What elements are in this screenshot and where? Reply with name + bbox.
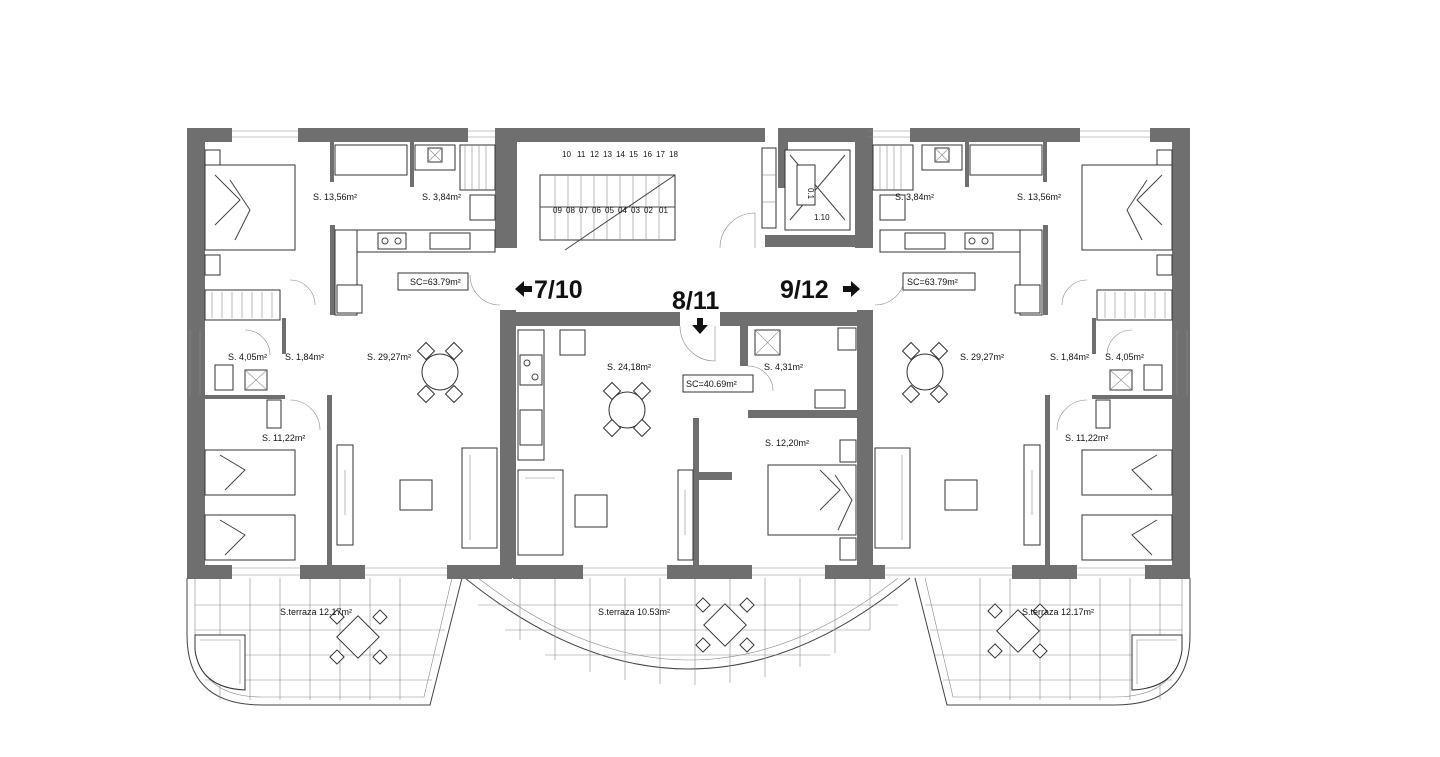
step-08: 08 [566,206,575,215]
right-unit-furniture [872,144,1173,561]
step-12: 12 [590,150,599,159]
left-arrow-icon [515,281,532,297]
walls [187,128,1190,579]
room-area-right-living: S. 29,27m² [960,352,1004,362]
terrace-area-center: S.terraza 10.53m² [598,607,670,617]
room-area-center-bath: S. 4,31m² [764,362,803,372]
room-area-center-bedroom: S. 12,20m² [765,438,809,448]
unit-number-right: 9/12 [780,276,829,304]
step-06: 06 [592,206,601,215]
sc-label-left: SC=63.79m² [410,277,461,287]
elevator-depth-mark: 0.1 [806,188,815,200]
room-area-right-bath-mid: S. 4,05m² [1105,352,1144,362]
step-02: 02 [644,206,653,215]
step-03: 03 [631,206,640,215]
room-area-right-hall: S. 1,84m² [1050,352,1089,362]
step-13: 13 [603,150,612,159]
room-area-right-bath-top: S. 3,84m² [895,192,934,202]
step-01: 01 [659,206,668,215]
center-unit-furniture [517,325,857,561]
step-15: 15 [629,150,638,159]
terrace-area-left: S.terraza 12.17m² [280,607,352,617]
stair-step-numbers-bottom: 09 08 07 06 05 04 03 02 01 [553,206,668,215]
room-area-left-hall: S. 1,84m² [285,352,324,362]
constructed-area-boxes: SC=63.79m² SC=40.69m² SC=63.79m² [397,272,976,393]
step-09: 09 [553,206,562,215]
left-unit-furniture [204,144,501,561]
step-07: 07 [579,206,588,215]
room-area-right-bedroom-bottom: S. 11,22m² [1065,433,1108,443]
sc-label-center: SC=40.69m² [686,379,737,389]
elevator-width-mark: 1.10 [814,213,830,222]
terrace-furniture [329,597,1048,665]
step-14: 14 [616,150,625,159]
stair-step-numbers-top: 10 11 12 13 14 15 16 17 18 [562,150,678,159]
room-area-left-bath-top: S. 3,84m² [422,192,461,202]
right-arrow-icon [843,281,860,297]
room-labels: S. 13,56m² S. 3,84m² S. 4,05m² S. 1,84m²… [228,192,1144,617]
terrace-area-right: S.terraza 12.17m² [1022,607,1094,617]
step-18: 18 [669,150,678,159]
unit-number-left: 7/10 [534,276,583,304]
room-area-left-bedroom-bottom: S. 11,22m² [262,433,305,443]
room-area-center-living: S. 24,18m² [607,362,651,372]
step-16: 16 [643,150,652,159]
down-arrow-icon [692,318,708,334]
step-10: 10 [562,150,571,159]
unit-labels: 7/10 8/11 9/12 [515,276,860,334]
room-area-left-living: S. 29,27m² [367,352,411,362]
windows [189,130,1188,576]
terrace-area [186,577,1191,706]
elevator: 1.10 0.1 [761,147,851,231]
room-area-left-bedroom-top: S. 13,56m² [313,192,357,202]
unit-number-center: 8/11 [672,287,719,315]
step-17: 17 [656,150,665,159]
room-area-left-bath-mid: S. 4,05m² [228,352,267,362]
step-11: 11 [577,150,586,159]
step-04: 04 [618,206,627,215]
sc-label-right: SC=63.79m² [907,277,958,287]
room-area-right-bedroom-top: S. 13,56m² [1017,192,1061,202]
step-05: 05 [605,206,614,215]
staircase: 10 11 12 13 14 15 16 17 18 09 08 07 06 0… [539,150,756,251]
